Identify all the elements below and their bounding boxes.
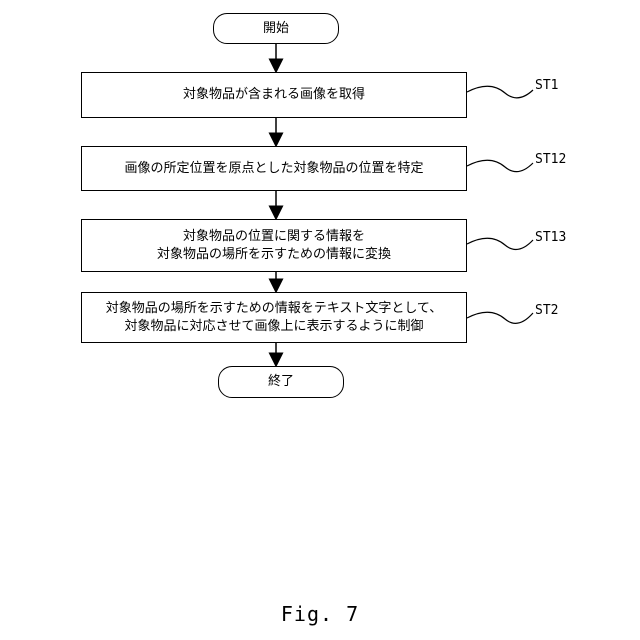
process-text-st2-line1: 対象物品の場所を示すための情報をテキスト文字として、 <box>106 300 443 318</box>
process-box-st13: 対象物品の位置に関する情報を 対象物品の場所を示すための情報に変換 <box>81 219 467 272</box>
leader-st13 <box>467 238 533 249</box>
step-label-st1: ST1 <box>535 78 558 93</box>
step-label-st12: ST12 <box>535 152 566 167</box>
step-label-st2: ST2 <box>535 303 558 318</box>
process-box-st2: 対象物品の場所を示すための情報をテキスト文字として、 対象物品に対応させて画像上… <box>81 292 467 343</box>
start-terminal: 開始 <box>213 13 339 44</box>
step-label-st13: ST13 <box>535 230 566 245</box>
process-text-st13-line2: 対象物品の場所を示すための情報に変換 <box>157 246 391 264</box>
figure-caption: Fig. 7 <box>0 602 640 626</box>
process-box-st12: 画像の所定位置を原点とした対象物品の位置を特定 <box>81 146 467 191</box>
leader-st12 <box>467 160 533 171</box>
process-box-st1: 対象物品が含まれる画像を取得 <box>81 72 467 118</box>
process-text-st13-line1: 対象物品の位置に関する情報を <box>183 228 365 246</box>
leader-st2 <box>467 312 533 323</box>
process-text-st1: 対象物品が含まれる画像を取得 <box>183 86 365 104</box>
process-text-st12: 画像の所定位置を原点とした対象物品の位置を特定 <box>124 160 423 178</box>
process-text-st2-line2: 対象物品に対応させて画像上に表示するように制御 <box>124 318 423 336</box>
end-terminal: 終了 <box>218 366 344 398</box>
leader-st1 <box>467 86 533 98</box>
end-label: 終了 <box>268 373 294 391</box>
start-label: 開始 <box>263 20 289 38</box>
